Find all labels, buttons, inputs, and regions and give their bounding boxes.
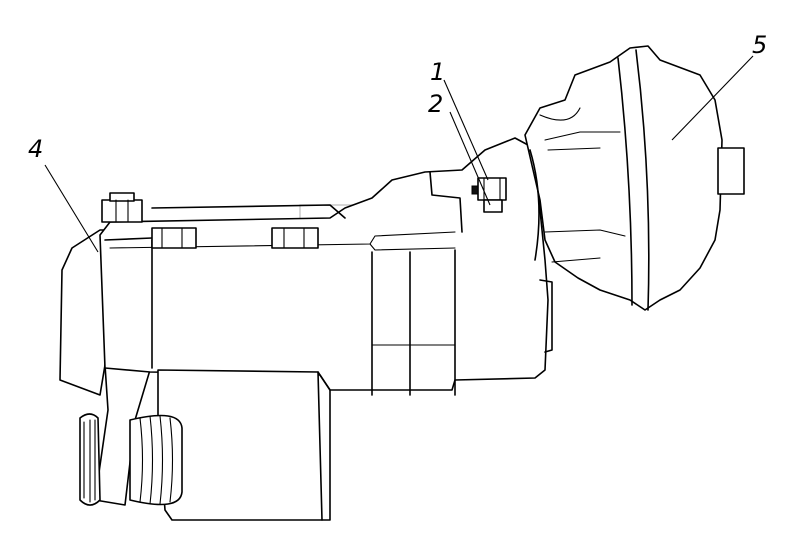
leader-5 — [671, 55, 754, 141]
body-bolts — [101, 192, 319, 249]
lower-bracket — [157, 369, 331, 521]
brake-chamber — [524, 45, 745, 311]
callout-label-1: 1 — [430, 58, 445, 86]
callout-label-4: 4 — [28, 135, 43, 163]
caliper-body — [99, 137, 553, 396]
callout-label-2: 2 — [428, 90, 443, 118]
leader-2 — [449, 111, 491, 206]
callout-label-5: 5 — [752, 31, 767, 59]
leader-1 — [443, 79, 489, 181]
leader-lines — [44, 55, 754, 253]
rubber-boot-right — [129, 414, 183, 506]
rubber-boot-left — [79, 413, 101, 506]
leader-4 — [44, 164, 99, 253]
